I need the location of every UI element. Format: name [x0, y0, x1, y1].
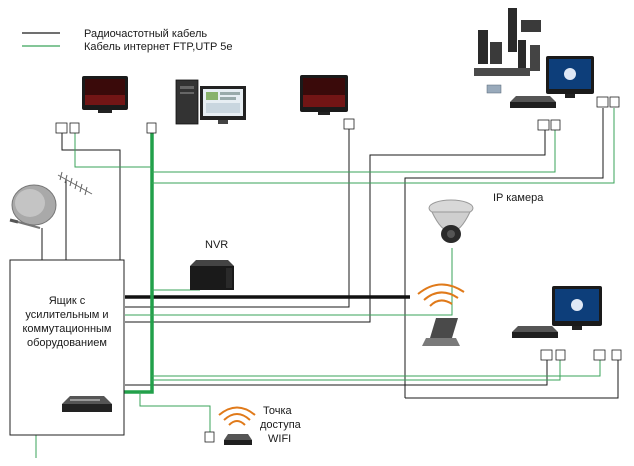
- socket: [611, 349, 622, 361]
- socket: [537, 119, 550, 131]
- rf-cable-tv-topright: [125, 130, 546, 323]
- set-top-box-icon: [510, 96, 556, 108]
- access-point-label-line3: WIFI: [268, 433, 291, 445]
- access-point-label-line1: Точка: [263, 405, 293, 417]
- laptop-icon: [422, 318, 460, 346]
- internet-trunk: [112, 130, 154, 394]
- legend-internet-label: Кабель интернет FTP,UTP 5e: [84, 41, 232, 53]
- socket: [69, 122, 80, 134]
- access-point-label-line2: доступа: [260, 419, 302, 431]
- rf-cable-tv-bottomright: [125, 360, 548, 386]
- rf-cable-tv-topright-2: [404, 108, 604, 398]
- socket: [146, 122, 157, 134]
- wifi-waves-icon: [218, 406, 256, 426]
- socket: [55, 122, 68, 134]
- internet-topright-2: [152, 108, 615, 184]
- legend: Радиочастотный кабель Кабель интернет FT…: [22, 28, 232, 53]
- pc-icon: [175, 79, 246, 125]
- antenna-icon: [57, 171, 93, 196]
- socket: [204, 431, 215, 443]
- home-theater-icon: [474, 8, 541, 94]
- internet-tv-left: [74, 132, 152, 168]
- ip-camera-label: IP камера: [493, 192, 544, 204]
- tv-icon: [300, 75, 348, 115]
- sockets: [55, 96, 622, 443]
- legend-rf-label: Радиочастотный кабель: [84, 28, 207, 40]
- box-text-line1: Ящик с: [49, 295, 86, 307]
- socket: [593, 349, 606, 361]
- socket: [609, 96, 620, 108]
- socket: [596, 96, 609, 108]
- socket: [343, 118, 355, 130]
- nvr-icon: [190, 260, 234, 290]
- access-point-icon: [224, 434, 252, 445]
- internet-camera: [125, 248, 453, 316]
- rf-cable-tv-left: [61, 132, 121, 262]
- rf-cable-tv-middle: [125, 128, 350, 308]
- box-text-line3: коммутационным: [22, 323, 111, 335]
- set-top-box-icon: [512, 326, 558, 338]
- router-icon: [62, 396, 112, 412]
- internet-topright: [152, 130, 556, 173]
- tv-icon: [82, 76, 128, 113]
- tv-icon: [546, 56, 594, 98]
- socket: [555, 349, 566, 361]
- rf-cable-tv-bottomright-2: [405, 360, 619, 399]
- tv-icon: [552, 286, 602, 330]
- internet-bottomright-2: [152, 360, 601, 377]
- nvr-label: NVR: [205, 239, 228, 251]
- box-text-line4: оборудованием: [27, 337, 107, 349]
- wifi-waves-icon: [417, 283, 465, 307]
- ip-camera-icon: [428, 199, 474, 243]
- cables: [35, 108, 619, 458]
- box-text-line2: усилительным и: [25, 309, 108, 321]
- socket: [550, 119, 561, 131]
- socket: [540, 349, 553, 361]
- internet-wifi: [139, 392, 211, 432]
- satellite-dish-icon: [9, 184, 57, 229]
- internet-bottomright: [152, 360, 561, 381]
